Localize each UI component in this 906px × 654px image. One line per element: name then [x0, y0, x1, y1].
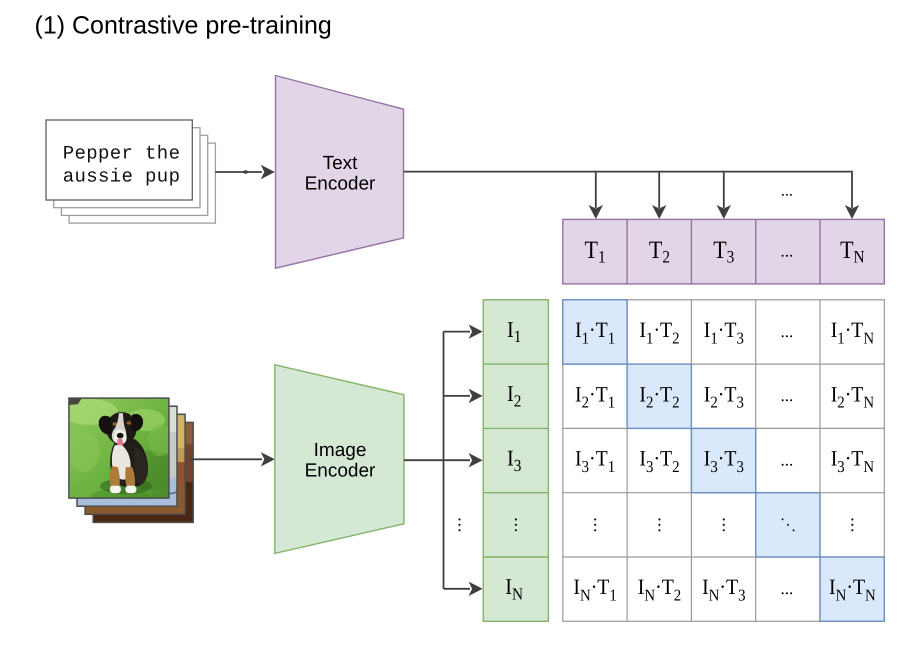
svg-text:...: ... [781, 183, 793, 200]
svg-text:...: ... [781, 241, 794, 260]
svg-text:...: ... [781, 322, 794, 341]
svg-text:...: ... [781, 579, 794, 598]
svg-text:aussie pup: aussie pup [63, 166, 181, 188]
svg-text:Encoder: Encoder [305, 174, 376, 195]
svg-text:Pepper the: Pepper the [63, 143, 181, 165]
svg-text:Text: Text [323, 153, 359, 174]
svg-text:Encoder: Encoder [305, 461, 376, 482]
svg-text:...: ... [781, 386, 794, 405]
svg-text:(1) Contrastive pre-training: (1) Contrastive pre-training [35, 12, 332, 40]
svg-text:Image: Image [314, 440, 367, 461]
svg-text:...: ... [781, 450, 794, 469]
